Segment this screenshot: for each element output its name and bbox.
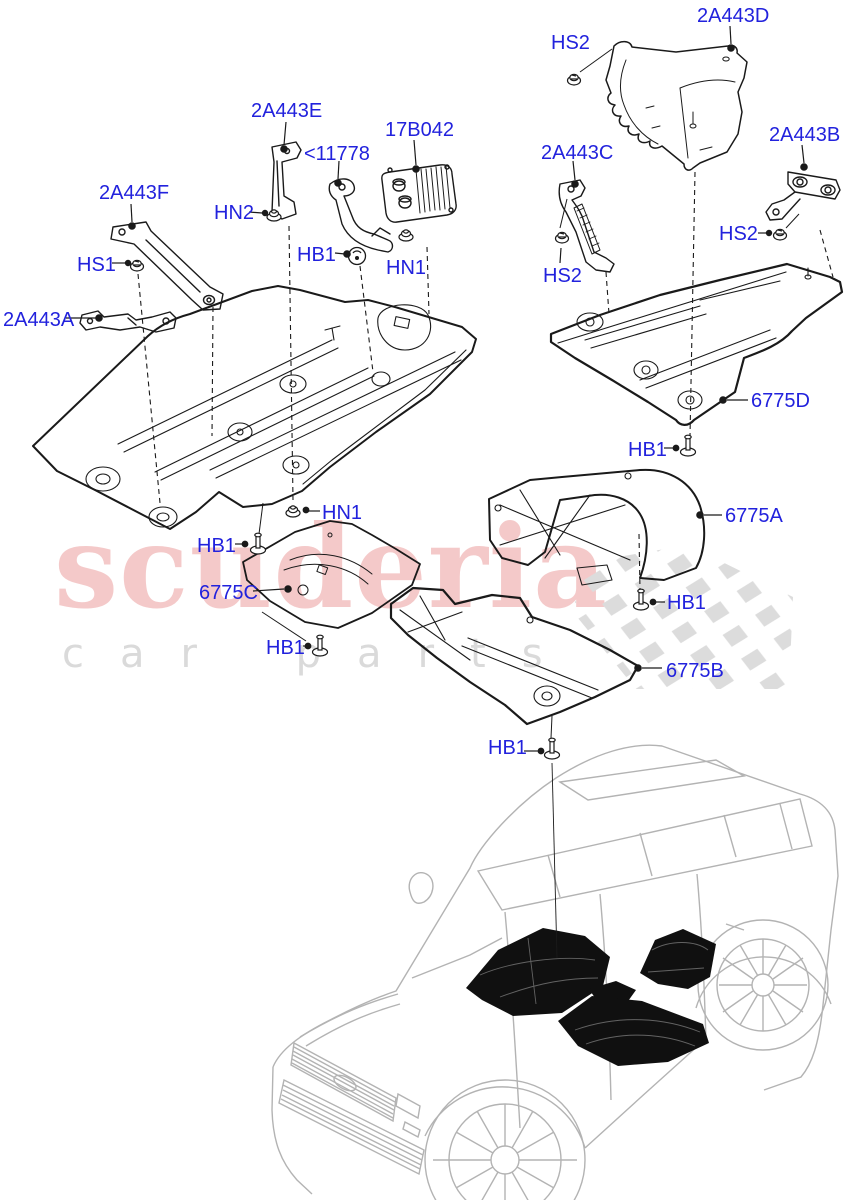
callout-hn2[interactable]: HN2 [214,202,255,224]
callout-11778[interactable]: <11778 [304,143,370,165]
installed-underbody-panels [466,928,716,1066]
vehicle-outline [271,744,839,1200]
callout-hb1-6775a[interactable]: HB1 [667,592,706,614]
callout-6775c[interactable]: 6775C [199,582,258,604]
part-6775B-panel [389,586,640,726]
callout-2a443c[interactable]: 2A443C [541,142,614,164]
callout-hb1-6775e[interactable]: HB1 [197,535,236,557]
callout-hb1-top[interactable]: HB1 [297,244,336,266]
callout-hb1-6775c[interactable]: HB1 [266,637,305,659]
assembly-solid-connectors [258,48,800,739]
part-2A443D-heat-shield [605,40,748,171]
part-11778-bracket [328,178,394,253]
callout-hb1-bottom[interactable]: HB1 [488,737,527,759]
front-wheel [424,1079,586,1200]
leader-into-car [551,762,558,959]
rear-wheel [697,919,829,1051]
part-6775E-underbody-panel [32,285,477,530]
assembly-dashed-lines [137,171,834,591]
watermark-brand: scuderia [54,500,608,634]
callout-6775a[interactable]: 6775A [725,505,783,527]
part-2A443C-bracket [558,179,615,273]
callout-2a443a[interactable]: 2A443A [3,309,75,331]
part-6775C-panel [242,520,421,629]
part-6775D-underbody-panel [549,262,844,426]
callout-2a443f[interactable]: 2A443F [99,182,170,204]
checkered-flag-pattern [573,545,793,689]
callout-6775b[interactable]: 6775B [666,660,724,682]
part-6775A-bracket [488,468,706,586]
callout-2a443e[interactable]: 2A443E [251,100,323,122]
callout-hb1-6775d[interactable]: HB1 [628,439,667,461]
callout-hs2-mid[interactable]: HS2 [543,265,582,287]
callout-2a443d[interactable]: 2A443D [697,5,770,27]
callout-hn1-top[interactable]: HN1 [386,257,427,279]
callout-hs2-top[interactable]: HS2 [551,32,590,54]
callout-hs1[interactable]: HS1 [77,254,116,276]
callout-6775d[interactable]: 6775D [751,390,810,412]
callout-2a443b[interactable]: 2A443B [769,124,841,146]
callout-17b042[interactable]: 17B042 [385,119,454,141]
callout-hs2-right[interactable]: HS2 [719,223,758,245]
part-2A443B-bracket [765,171,841,221]
callout-leaders [66,25,808,755]
part-17B042-module [381,164,457,223]
callout-hn1-mid[interactable]: HN1 [322,502,363,524]
part-2A443F-bracket [110,221,224,311]
